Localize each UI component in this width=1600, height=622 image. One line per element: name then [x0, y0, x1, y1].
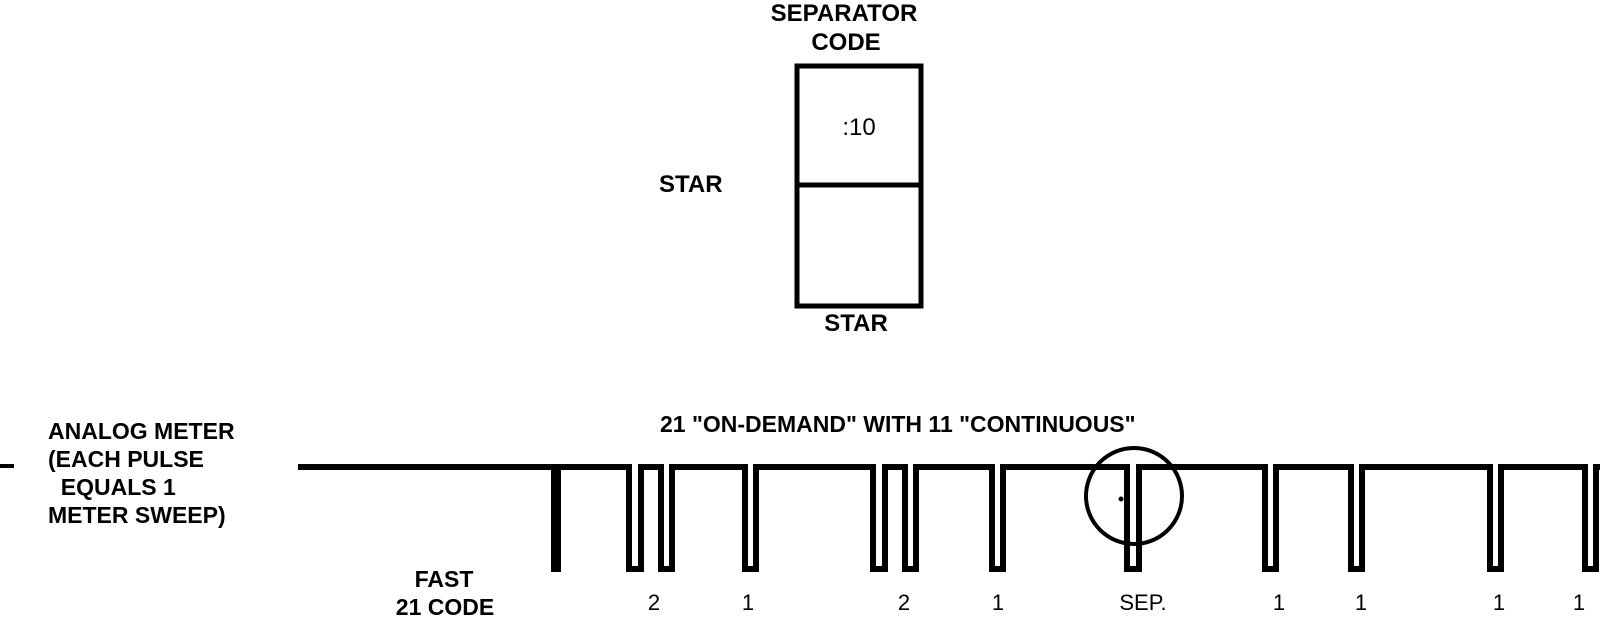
star-left-label: STAR [659, 171, 723, 198]
analog-meter-line4: METER SWEEP) [48, 502, 226, 528]
pulse-label-8: 1 [1492, 590, 1506, 615]
pulse-label-3: 2 [897, 590, 911, 615]
pulse-label-9: 1 [1572, 590, 1586, 615]
pulse-label-7: 1 [1354, 590, 1368, 615]
waveform-title: 21 "ON-DEMAND" WITH 11 "CONTINUOUS" [660, 411, 1136, 437]
pulse-label-4: 1 [991, 590, 1005, 615]
display-top-value: :10 [842, 114, 876, 141]
fast-code-line2: 21 CODE [395, 594, 495, 620]
separator-title-line1: SEPARATOR [770, 0, 918, 27]
pulse-label-1: 2 [647, 590, 661, 615]
pulse-label-5: SEP. [1119, 590, 1167, 615]
analog-meter-line3: EQUALS 1 [48, 474, 176, 500]
separator-dot [1118, 496, 1124, 502]
analog-meter-line1: ANALOG METER [48, 418, 235, 444]
pulse-label-2: 1 [741, 590, 755, 615]
pulse-label-6: 1 [1272, 590, 1286, 615]
fast-code-line1: FAST [414, 566, 474, 592]
star-bottom-label: STAR [824, 310, 888, 337]
waveform-path [298, 464, 1600, 572]
separator-title-line2: CODE [811, 29, 881, 56]
analog-meter-line2: (EACH PULSE [48, 446, 204, 472]
separator-highlight-circle [1084, 446, 1184, 546]
